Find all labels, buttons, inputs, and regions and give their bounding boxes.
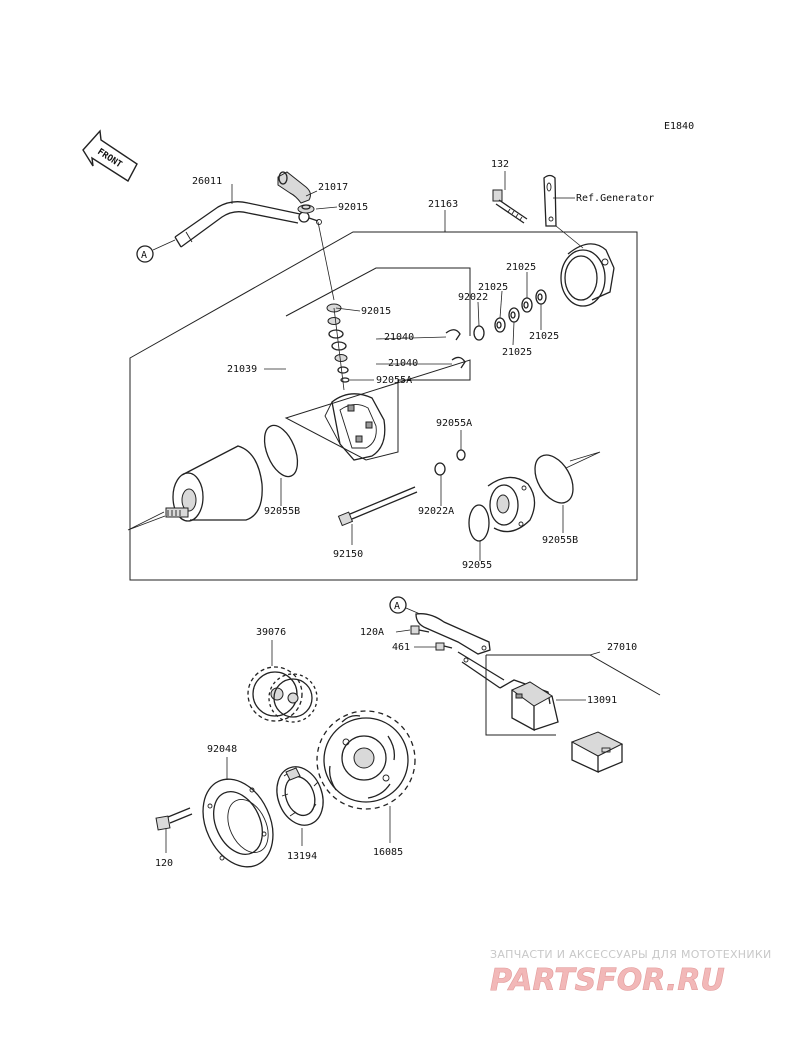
- leader-lines-upper: [231, 171, 575, 561]
- callout-a-lower: A: [389, 596, 491, 655]
- label-16085: 16085: [373, 847, 403, 858]
- terminal-boot: [277, 171, 311, 204]
- starter-clutch-gear: [316, 710, 416, 810]
- callout-a-upper: A: [136, 239, 176, 263]
- label-27010: 27010: [607, 642, 637, 653]
- label-92015-top: 92015: [338, 202, 368, 213]
- clutch-plate: [202, 778, 274, 868]
- label-21040-a: 21040: [384, 332, 414, 343]
- front-arrow-icon: FRONT: [82, 129, 138, 182]
- end-cover-assembly-box: [284, 267, 471, 461]
- callout-a-lower-label: A: [394, 601, 400, 612]
- bolt-132: [492, 189, 528, 224]
- label-92048: 92048: [207, 744, 237, 755]
- watermark: ЗАПЧАСТИ И АКСЕССУАРЫ ДЛЯ МОТОТЕХНИКИ PA…: [490, 948, 772, 998]
- starter-motor-assembly-box: [129, 231, 638, 581]
- watermark-tagline: ЗАПЧАСТИ И АКСЕССУАРЫ ДЛЯ МОТОТЕХНИКИ: [490, 948, 772, 961]
- label-92022: 92022: [458, 292, 488, 303]
- diagram-code: E1840: [664, 121, 694, 132]
- starter-cable: [174, 201, 322, 248]
- label-461: 461: [392, 642, 410, 653]
- brush-spring-clips: [445, 329, 466, 369]
- label-21040-b: 21040: [388, 358, 418, 369]
- one-way-clutch: [276, 766, 324, 826]
- bolt-120A: [410, 625, 430, 635]
- o-ring-92055B-left: [263, 424, 299, 478]
- label-92150: 92150: [333, 549, 363, 560]
- brush-holder-end-cover: [324, 393, 386, 461]
- label-39076: 39076: [256, 627, 286, 638]
- label-ref-generator: Ref.Generator: [576, 193, 654, 204]
- starter-motor-body: [127, 445, 263, 531]
- label-92055B-a: 92055B: [264, 506, 300, 517]
- o-ring-92055B-right: [534, 454, 574, 504]
- label-21025-a: 21025: [506, 262, 536, 273]
- generator-bracket: [543, 174, 557, 227]
- idle-gear: [247, 666, 318, 723]
- label-21025-b: 21025: [478, 282, 508, 293]
- o-ring-92055A-right: [456, 449, 466, 461]
- label-92055A-b: 92055A: [436, 418, 472, 429]
- starter-relay: [457, 651, 559, 732]
- label-92055B-b: 92055B: [542, 535, 578, 546]
- o-ring-92055: [468, 504, 490, 542]
- washer-92022A: [434, 462, 446, 476]
- label-13194: 13194: [287, 851, 317, 862]
- pinion-end-cover: [487, 451, 601, 533]
- label-26011: 26011: [192, 176, 222, 187]
- label-92022A: 92022A: [418, 506, 454, 517]
- label-92055A-a: 92055A: [376, 375, 412, 386]
- label-21017: 21017: [318, 182, 348, 193]
- label-13091: 13091: [587, 695, 617, 706]
- bolt-120: [155, 807, 193, 831]
- label-21025-d: 21025: [502, 347, 532, 358]
- terminal-washer-stack: [317, 221, 349, 391]
- callout-a-upper-label: A: [141, 250, 147, 261]
- label-120A: 120A: [360, 627, 384, 638]
- label-92055: 92055: [462, 560, 492, 571]
- label-120: 120: [155, 858, 173, 869]
- relay-cover: [570, 731, 624, 774]
- label-21163: 21163: [428, 199, 458, 210]
- label-21025-c: 21025: [529, 331, 559, 342]
- watermark-logo: PARTSFOR.RU: [490, 963, 725, 998]
- label-21039: 21039: [227, 364, 257, 375]
- label-92015-mid: 92015: [361, 306, 391, 317]
- label-132: 132: [491, 159, 509, 170]
- o-ring-92055A-small: [340, 377, 350, 383]
- reduction-housing: [555, 225, 615, 307]
- nut-92015-top: [297, 204, 315, 214]
- bolt-461: [435, 642, 453, 651]
- through-bolt: [337, 486, 418, 527]
